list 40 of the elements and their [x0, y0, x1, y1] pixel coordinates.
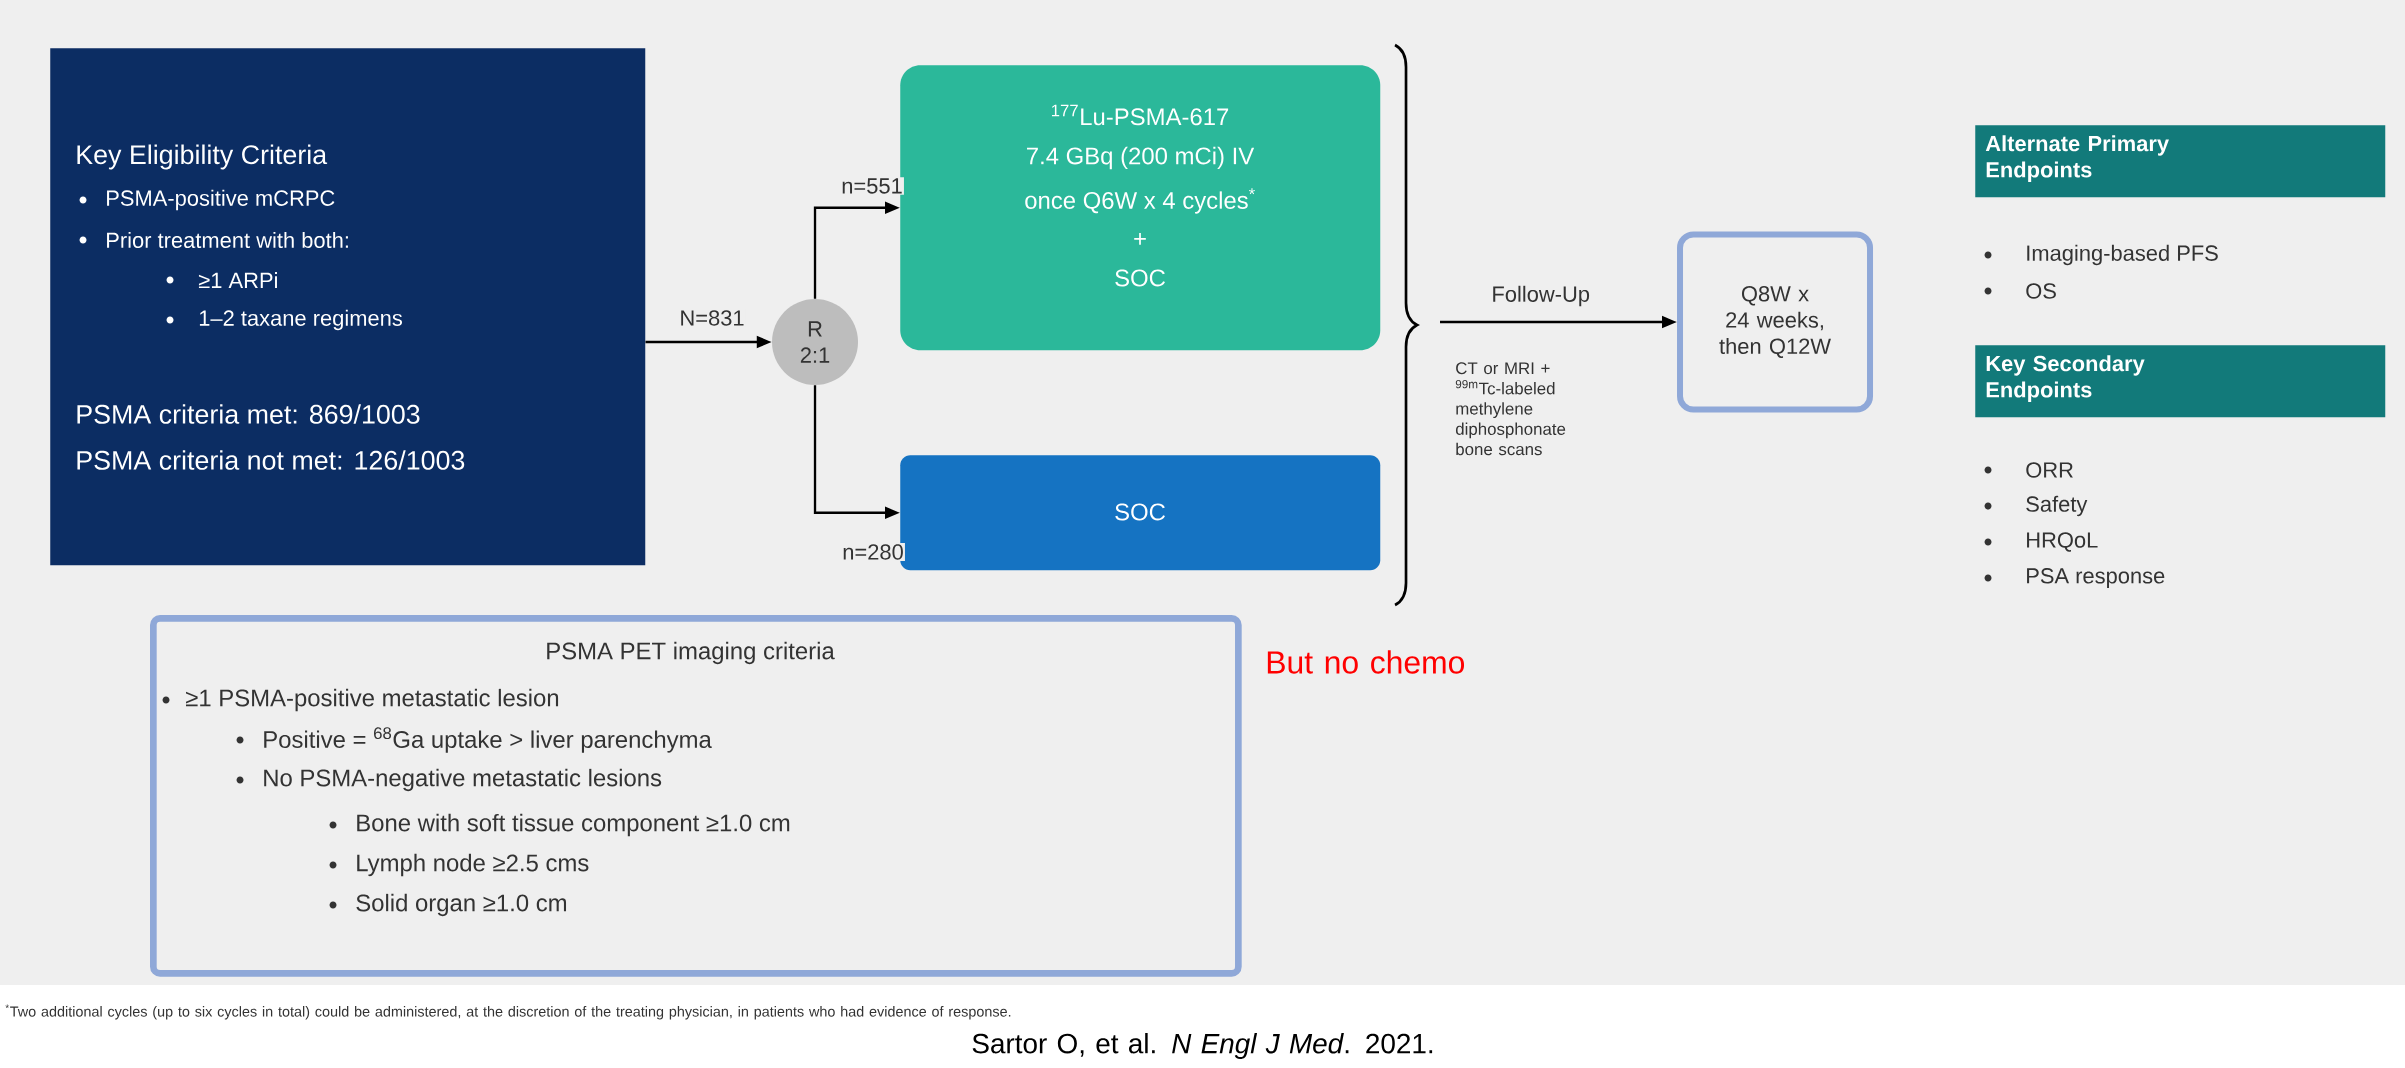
bullet-item: Prior treatment with both: [79, 231, 348, 249]
schedule-box: Q8W x 24 weeks, then Q12W [1677, 231, 1873, 413]
bullet-item: Safety [1984, 495, 2088, 517]
footnote-text: $^{*}$Two additional cycles (up to six cycles in total) could be administered, at the discretion of the treating physician, in patients who had evidence of response. [5, 1004, 1011, 1020]
bullet-item: 1–2 taxane regimens [166, 309, 402, 331]
bullet-item: ≥1 ARPi [166, 272, 277, 288]
bullet-item: Positive = $^{68}$Ga uptake > liver parenchyma [236, 727, 712, 753]
box-text: PSMA PET imaging criteria [547, 641, 835, 665]
citation-text: Sartor O, et al. N Engl J Med. 2021. [972, 1033, 1433, 1059]
box-text: PSMA criteria not met: 126/1003 [77, 450, 465, 470]
bullet-item: Solid organ ≥1.0 cm [329, 893, 566, 917]
annotation-text: But no chemo [1267, 650, 1465, 674]
edge-label: N=831 [678, 309, 746, 327]
bullet-item: Bone with soft tissue component ≥1.0 cm [329, 813, 790, 837]
edge-label: n=280 [841, 543, 905, 561]
box-text: SOC [1115, 269, 1165, 287]
treatment-box [900, 65, 1381, 351]
endpoint-header: Alternate Primary Endpoints [1975, 125, 2386, 198]
bullet-item: Lymph node ≥2.5 cms [329, 853, 589, 877]
bullet-item: PSMA-positive mCRPC [79, 189, 335, 211]
bullet-item: PSA response [1984, 568, 2165, 588]
bullet-item: Imaging-based PFS [1984, 244, 2218, 266]
box-text: once Q6W x 4 cycles$^{*}$ [1025, 188, 1255, 214]
box-text: Key Eligibility Criteria [77, 144, 328, 170]
box-text: 7.4 GBq (200 mCi) IV [1027, 146, 1255, 170]
criteria-box [50, 48, 646, 566]
box-text: SOC [1115, 503, 1165, 521]
bullet-item: OS [1984, 283, 2056, 299]
endpoint-header: Key Secondary Endpoints [1975, 345, 2386, 418]
bullet-item: ≥1 PSMA-positive metastatic lesion [162, 688, 559, 712]
bullet-item: ORR [1984, 462, 2073, 478]
scan-note: CT or MRI + $^{99m}$Tc-labeled methylene diphosphonate bone scans [1455, 362, 1566, 456]
box-text: $^{177}$Lu-PSMA-617 [1052, 104, 1229, 126]
box-text: PSMA criteria met: 869/1003 [77, 404, 420, 424]
imaging-criteria-box [150, 615, 1242, 977]
box-text: + [1134, 233, 1146, 245]
bullet-item: HRQoL [1984, 532, 2098, 552]
edge-label: n=551 [840, 177, 904, 195]
edge-label: Follow-Up [1490, 284, 1592, 308]
bullet-item: No PSMA-negative metastatic lesions [236, 768, 662, 792]
